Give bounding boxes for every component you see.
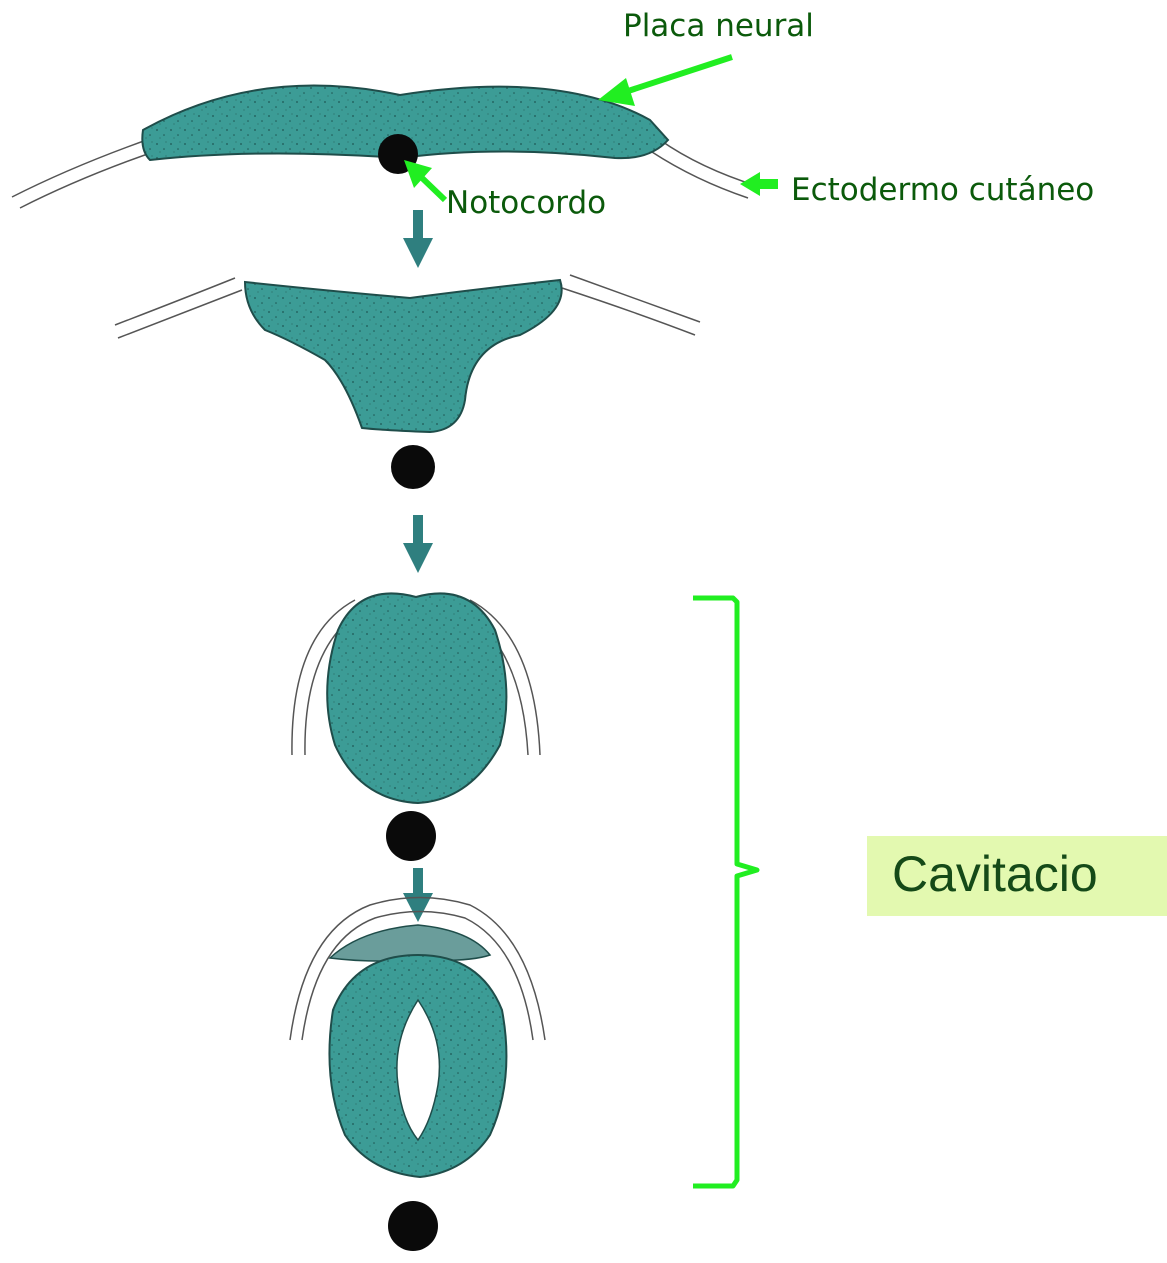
stage-arrow [403,210,433,268]
cavitation-highlight-box: Cavitacio [867,836,1167,916]
neural-groove [245,280,562,432]
neural-plate-stage [12,86,757,208]
cavitation-bracket [693,598,757,1186]
solid-neural-cord-stage [292,593,540,861]
neural-groove-stage [115,275,700,489]
notochord [386,811,436,861]
skin-ectoderm-left [12,137,165,208]
skin-ectoderm-right [652,140,757,198]
skin-ectoderm-label: Ectodermo cutáneo [791,175,1094,206]
neural-plate-label: Placa neural [623,11,814,42]
notochord-pointer [404,160,445,200]
ectoderm-pointer [740,172,778,196]
notochord-label: Notocordo [446,188,606,219]
cavitation-label: Cavitacio [892,847,1098,902]
skin-ectoderm-left [115,278,242,338]
notochord [388,1201,438,1251]
neural-plate-pointer [598,57,732,106]
stage-arrow [403,868,433,922]
cavitation-stage [290,898,545,1252]
skin-ectoderm-right [562,275,700,335]
stage-arrow [403,515,433,573]
neural-cord [327,593,506,803]
notochord [391,445,435,489]
